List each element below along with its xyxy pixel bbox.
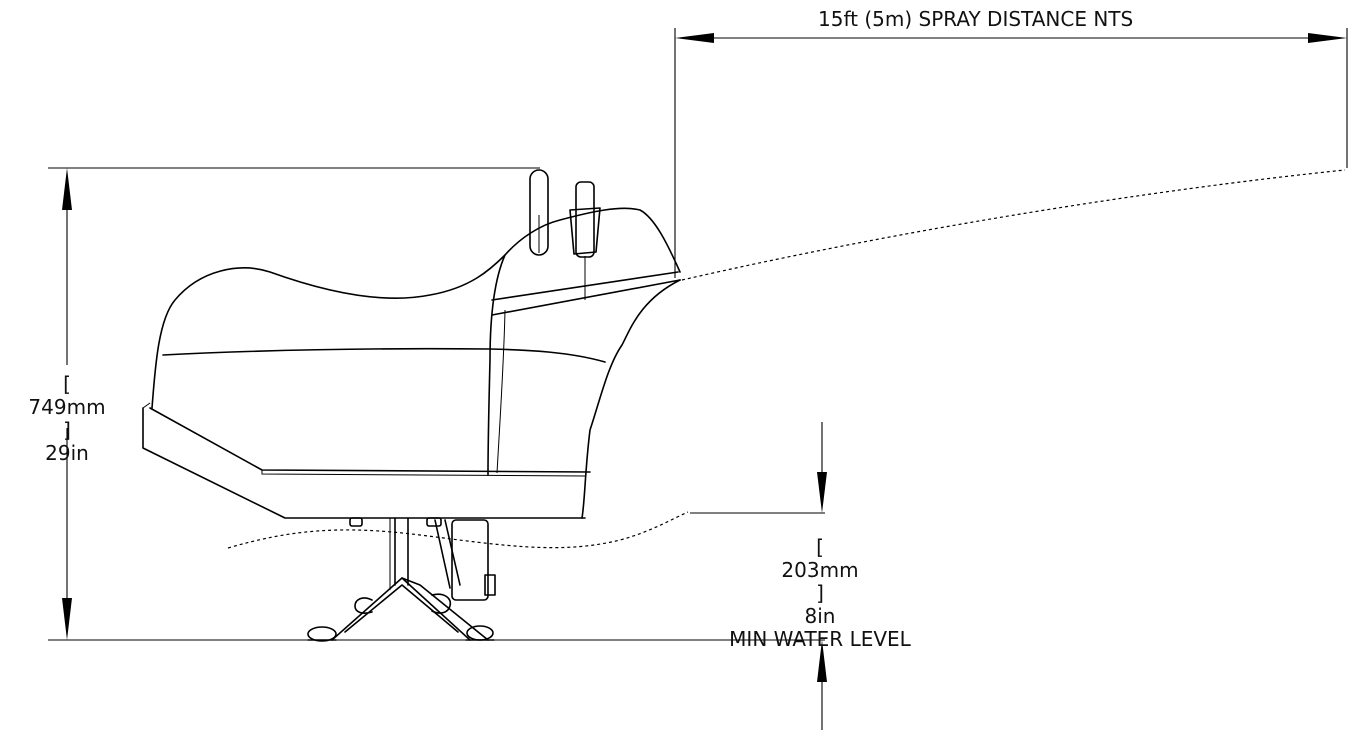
water-level-line <box>227 511 689 549</box>
pedestal-stand <box>307 517 496 642</box>
spray-trajectory-line <box>681 169 1346 281</box>
spray-distance-label: 15ft (5m) SPRAY DISTANCE NTS <box>818 8 1133 31</box>
height-label: [749mm] 29in <box>2 373 132 465</box>
water-level-metric: [203mm] <box>781 535 859 605</box>
water-level-imperial: 8in <box>804 604 836 628</box>
height-metric: [749mm] <box>28 372 106 442</box>
height-imperial: 29in <box>45 441 89 465</box>
water-level-caption: MIN WATER LEVEL <box>729 627 911 651</box>
spray-distance-dimension <box>674 28 1348 278</box>
basin-body <box>142 207 681 519</box>
arrowhead-up <box>817 640 827 682</box>
arrowhead-down <box>817 472 827 513</box>
spray-distance-text: 15ft (5m) SPRAY DISTANCE NTS <box>818 7 1134 31</box>
arrowhead-bottom <box>62 598 72 640</box>
arrowhead-top <box>62 168 72 210</box>
arrowhead-right <box>1308 33 1347 43</box>
spray-heads <box>529 169 601 300</box>
arrowhead-left <box>675 33 714 43</box>
water-level-dimension <box>690 422 827 730</box>
height-dimension <box>48 167 825 641</box>
water-level-label: [203mm] 8in MIN WATER LEVEL <box>700 536 940 651</box>
